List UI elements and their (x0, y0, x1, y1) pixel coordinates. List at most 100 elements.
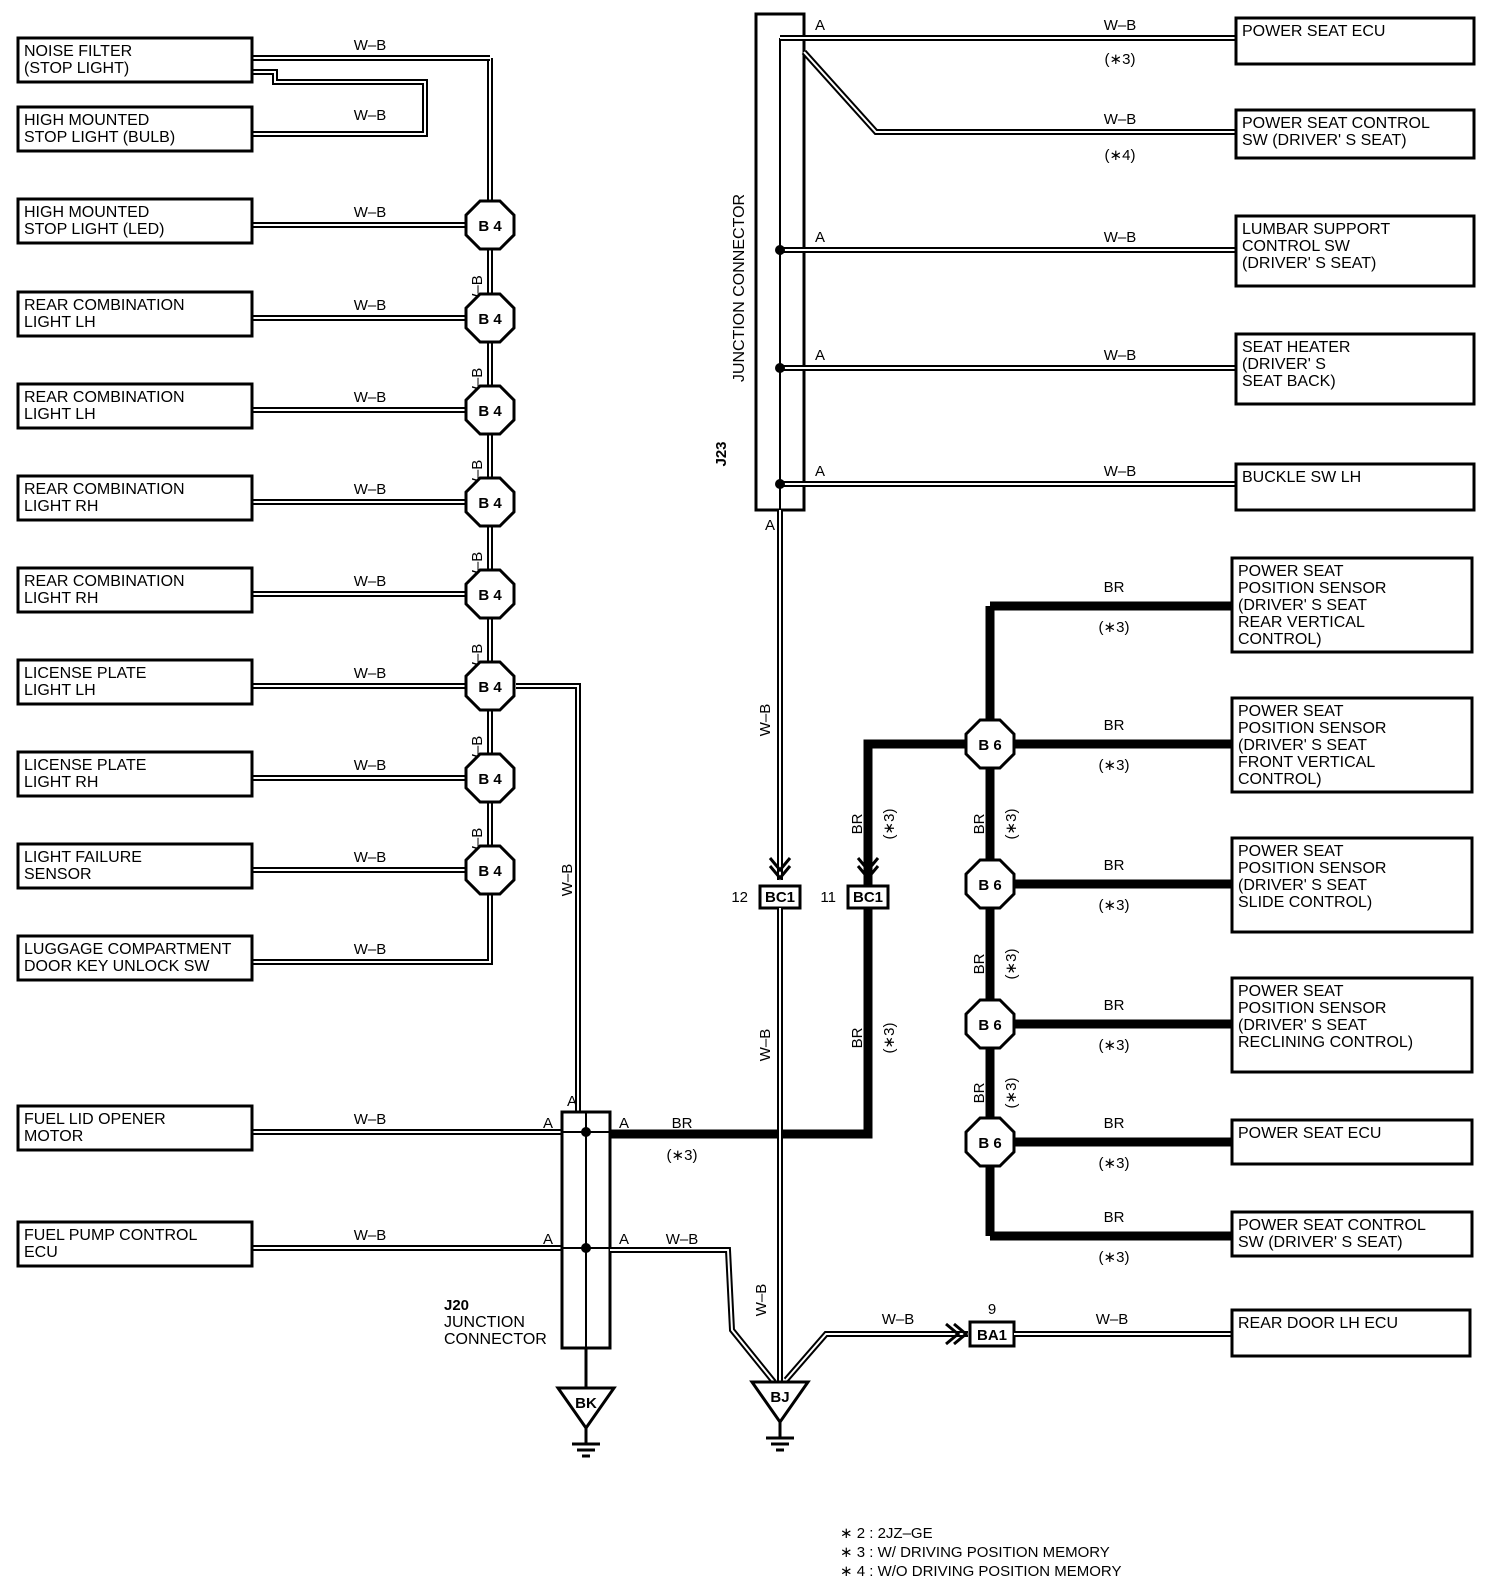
footnote: ∗ 2 : 2JZ–GE (840, 1525, 933, 1542)
right-br-component-box-label: POWER SEAT (1238, 563, 1344, 580)
right-br-component-box-label: SLIDE CONTROL) (1238, 894, 1372, 911)
left-wire-label: W–B (354, 37, 387, 54)
left-component-box (16, 566, 254, 614)
right-wb-component-box (1234, 214, 1476, 288)
right-br-component-box-label: POWER SEAT CONTROL (1238, 1217, 1426, 1234)
left-component-box-label: LIGHT LH (24, 314, 96, 331)
ba1-connector-label: BA1 (977, 1327, 1007, 1344)
b6-connector (964, 1116, 1016, 1168)
right-wb-component-box-label: BUCKLE SW LH (1242, 469, 1361, 486)
b6-connector (964, 858, 1016, 910)
right-br-component-box (1230, 1118, 1474, 1166)
right-wb-note: (∗4) (1105, 147, 1136, 164)
left-component-box (16, 658, 254, 706)
right-wb-component-box-label: POWER SEAT ECU (1242, 23, 1385, 40)
left-component-box (16, 197, 254, 245)
br-wire-note: (∗3) (1099, 1037, 1130, 1054)
license-to-j20-wire (516, 683, 581, 1112)
j20-bc1-br-label: BR (849, 1027, 866, 1048)
left-component-box-label: REAR COMBINATION (24, 297, 185, 314)
left-wire-label: W–B (354, 573, 387, 590)
ba1-chevron (945, 1322, 961, 1346)
left-component-box (16, 1104, 254, 1152)
bj-ground (749, 1380, 811, 1425)
b4-connector-label: B 4 (478, 771, 502, 788)
left-component-box (16, 1220, 254, 1268)
left-component-box-label: ECU (24, 1244, 58, 1261)
left-component-box (16, 290, 254, 338)
left-component-box-label: LIGHT FAILURE (24, 849, 142, 866)
left-component-box-label: HIGH MOUNTED (24, 112, 149, 129)
right-wb-component-box-label: CONTROL SW (1242, 238, 1351, 255)
left-component-box-label: FUEL PUMP CONTROL (24, 1227, 197, 1244)
br-wire-label: BR (1104, 857, 1125, 874)
bc1-wb-chevron (768, 857, 792, 873)
b6-bus-note: (∗3) (1003, 949, 1020, 980)
bj-ba1-wire-label: W–B (882, 1311, 915, 1328)
right-br-component-box-label: POSITION SENSOR (1238, 580, 1386, 597)
bc1-bj-wire-label: W–B (757, 1029, 774, 1062)
br-wire-note: (∗3) (1099, 619, 1130, 636)
left-component-box-label: NOISE FILTER (24, 43, 132, 60)
bj-ba1-wire (783, 1331, 968, 1382)
right-wb-component-box (1234, 16, 1476, 66)
br-wire-note: (∗3) (1099, 1155, 1130, 1172)
b6-connector-label: B 6 (978, 737, 1001, 754)
left-component-box-label: (STOP LIGHT) (24, 60, 129, 77)
j20-br-wire (610, 908, 873, 1139)
right-wb-note: (∗3) (1105, 51, 1136, 68)
b4-connector-label: B 4 (478, 311, 502, 328)
left-component-box-label: HIGH MOUNTED (24, 204, 149, 221)
left-component-box (16, 750, 254, 798)
left-wire-label: W–B (354, 107, 387, 124)
left-component-box-label: LIGHT LH (24, 682, 96, 699)
left-component-box-label: STOP LIGHT (BULB) (24, 129, 175, 146)
right-br-component-box-label: (DRIVER' S SEAT (1238, 737, 1367, 754)
b6-bus-label: BR (971, 813, 988, 834)
right-wb-wire-label: W–B (1104, 17, 1137, 34)
right-br-component-box (1230, 1210, 1474, 1258)
bc1-connector-br-label: BC1 (853, 889, 883, 906)
b4-connector (464, 568, 516, 620)
right-wb-component-box-label: SEAT HEATER (1242, 339, 1350, 356)
left-component-box-label: REAR COMBINATION (24, 389, 185, 406)
right-br-component-box-label: (DRIVER' S SEAT (1238, 597, 1367, 614)
luggage-wire-core (252, 870, 491, 963)
bc1-b6-wire (863, 739, 990, 908)
j23-pin-label: A (815, 463, 825, 480)
left-wire-label: W–B (354, 297, 387, 314)
b4-connector (464, 844, 516, 896)
left-component-box-label: REAR COMBINATION (24, 481, 185, 498)
j23-junction-dot (775, 479, 785, 489)
b6-bus-note: (∗3) (1003, 1078, 1020, 1109)
right-br-component-box (1230, 976, 1474, 1074)
b4-connector (464, 476, 516, 528)
j20-br-label: BR (672, 1115, 693, 1132)
j20-code: J20 (444, 1297, 469, 1314)
left-component-box-label: LICENSE PLATE (24, 757, 146, 774)
b6-bus-label: BR (971, 1082, 988, 1103)
br-wire-label: BR (1104, 579, 1125, 596)
j23-wb-wire (801, 49, 1236, 135)
br-wire-note: (∗3) (1099, 757, 1130, 774)
b6-bus-label: BR (971, 953, 988, 974)
j23-name: JUNCTION CONNECTOR (731, 194, 748, 382)
j20-bj-wire-label: W–B (753, 1284, 770, 1317)
bc1-br-label: BR (849, 813, 866, 834)
left-wire-label: W–B (354, 204, 387, 221)
br-wire-label: BR (1104, 997, 1125, 1014)
b4-connector-label: B 4 (478, 218, 502, 235)
footnote: ∗ 3 : W/ DRIVING POSITION MEMORY (840, 1544, 1110, 1561)
j20-wb-label: W–B (666, 1231, 699, 1248)
b4-connector-label: B 4 (478, 587, 502, 604)
left-component-box-label: REAR COMBINATION (24, 573, 185, 590)
j20-pin-label: A (619, 1231, 629, 1248)
b6-bus-note: (∗3) (1003, 809, 1020, 840)
rear-door-box-label: REAR DOOR LH ECU (1238, 1315, 1398, 1332)
b6-connector (964, 998, 1016, 1050)
left-wire-label: W–B (354, 1227, 387, 1244)
left-component-box (16, 934, 254, 982)
right-br-component-box-label: FRONT VERTICAL (1238, 754, 1375, 771)
bc1-br-note: (∗3) (881, 809, 898, 840)
